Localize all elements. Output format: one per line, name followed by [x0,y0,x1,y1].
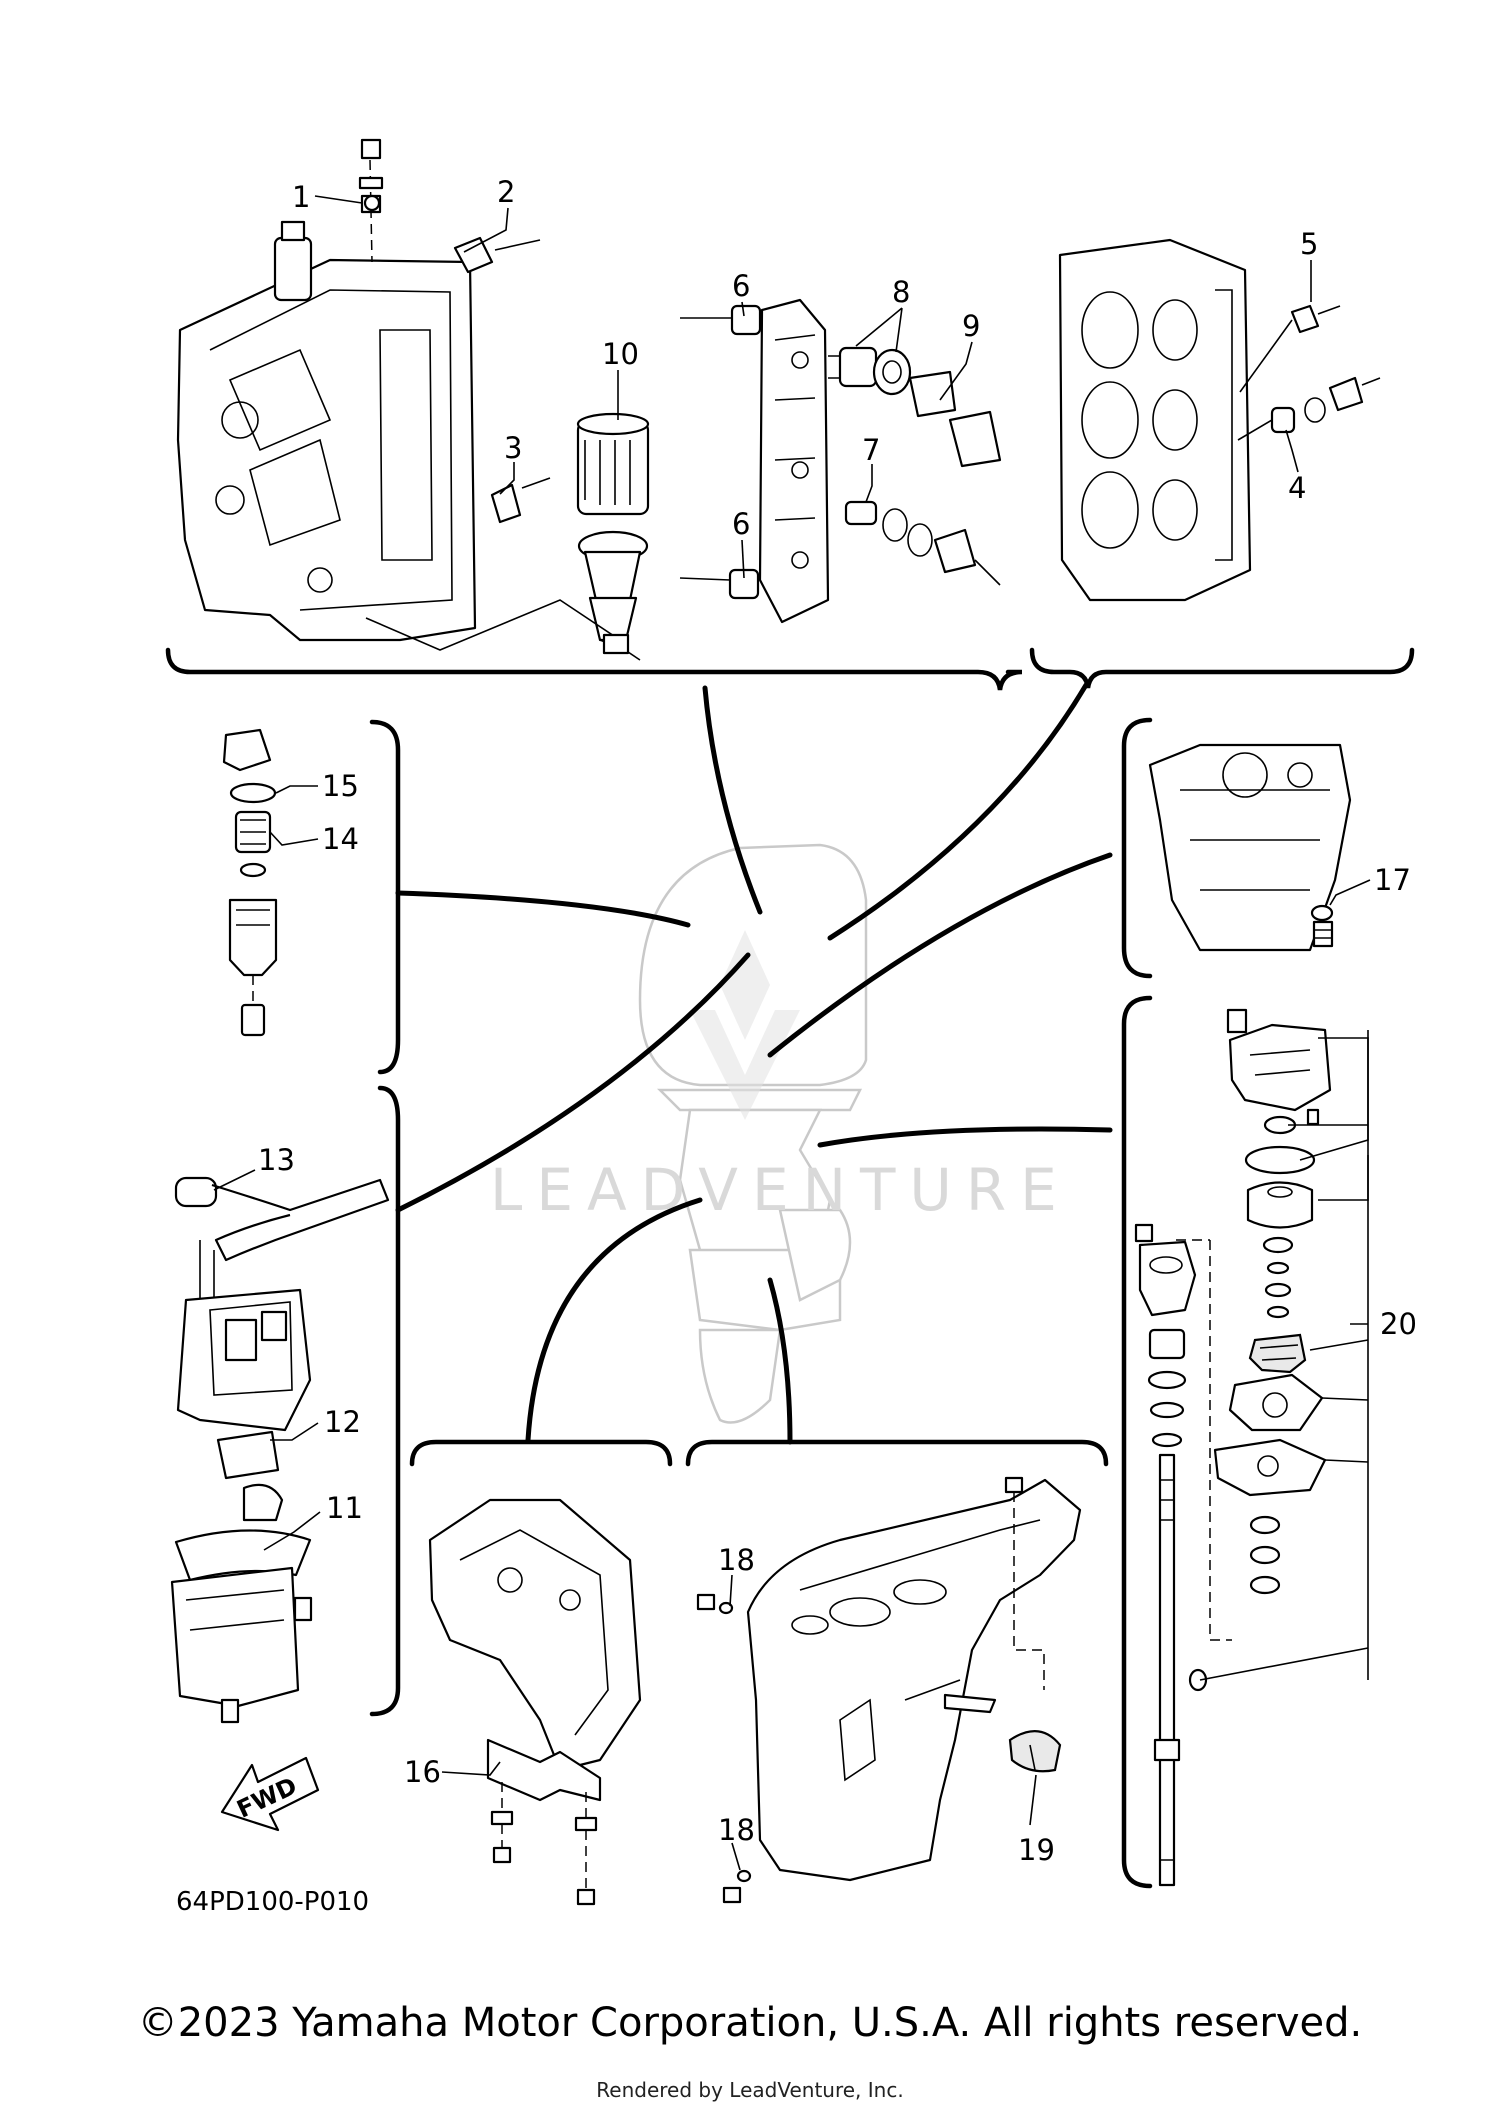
copyright-notice: ©2023 Yamaha Motor Corporation, U.S.A. A… [137,2000,1363,2046]
bracket-group [220,1498,642,1906]
callout-6: 6 [732,269,750,303]
callout-labels: 1 2 3 4 5 6 6 7 8 9 10 11 12 13 14 15 16… [258,175,1417,1867]
callout-1: 1 [292,180,310,214]
diagram-code: 64PD100-P010 [176,1887,369,1917]
callout-20: 20 [1380,1307,1417,1341]
callout-9: 9 [962,309,980,343]
callout-6-lower: 6 [732,507,750,541]
lower-unit-group [696,1476,1082,1904]
upper-casing-group [1148,743,1352,952]
rendered-by-note: Rendered by LeadVenture, Inc. [596,2078,904,2102]
fwd-arrow-icon [220,1756,320,1832]
callout-8: 8 [892,275,910,309]
callout-10: 10 [602,337,639,371]
callout-7: 7 [862,433,880,467]
cylinder-head-group [1058,238,1381,602]
callout-11: 11 [326,1491,363,1525]
exhaust-thermostat-group [679,298,1002,624]
cylinder-block-group [176,138,650,661]
callout-2: 2 [497,175,515,209]
group-brackets [165,647,1415,1889]
callout-13: 13 [258,1143,295,1177]
leadventure-logo-icon [690,930,800,1120]
watermark-text: LEADVENTURE [490,1156,1071,1224]
callout-18: 18 [718,1543,755,1577]
callout-14: 14 [322,822,359,856]
callout-19: 19 [1018,1833,1055,1867]
callout-17: 17 [1374,863,1411,897]
callout-12: 12 [324,1405,361,1439]
callout-4: 4 [1288,471,1306,505]
vapor-separator-group [170,1176,390,1724]
callout-15: 15 [322,769,359,803]
leader-lines [213,195,1371,1871]
callout-3: 3 [504,431,522,465]
callout-18-lower: 18 [718,1813,755,1847]
fuel-filter-group [222,728,278,1037]
callout-16: 16 [404,1755,441,1789]
outboard-motor-silhouette [638,843,868,1424]
callout-5: 5 [1300,227,1318,261]
group-connectors [395,682,1113,1445]
water-pump-group [1134,1008,1332,1887]
